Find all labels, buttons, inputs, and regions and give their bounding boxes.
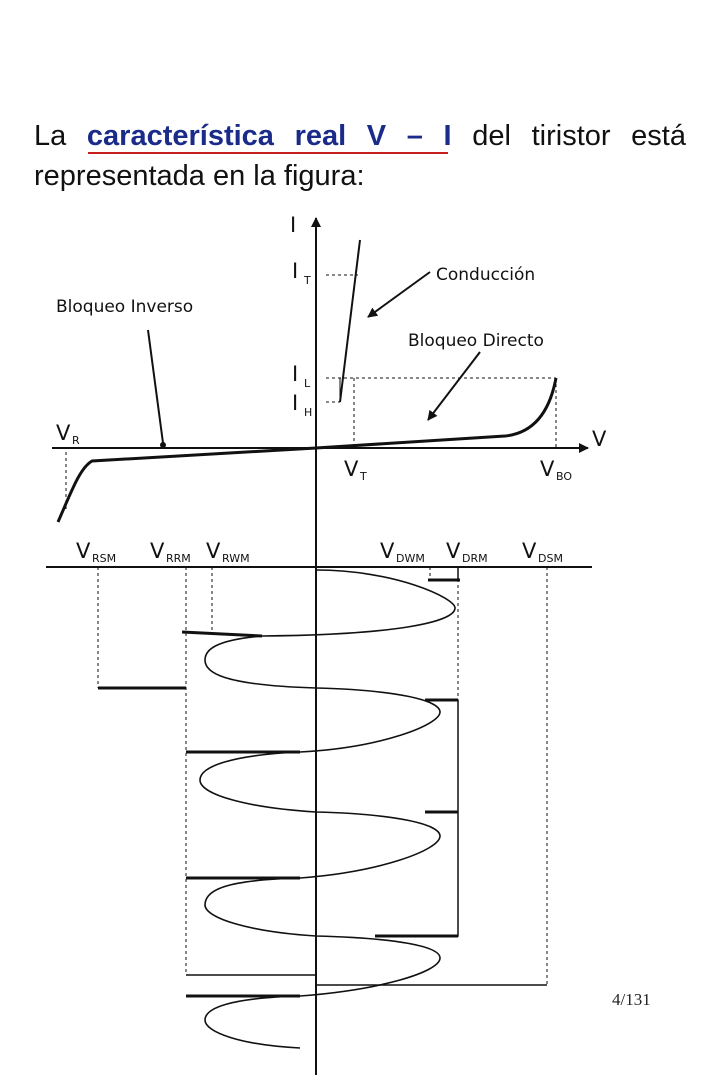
- label-vt: V: [344, 457, 359, 481]
- title-prefix: La: [34, 120, 67, 152]
- svg-text:RSM: RSM: [92, 552, 116, 565]
- label-vrsm: V: [76, 539, 91, 563]
- bloqueo-inverso-pointer: [160, 442, 166, 448]
- svg-text:DRM: DRM: [462, 552, 488, 565]
- svg-text:L: L: [304, 377, 311, 390]
- annotation-bloqueo-inverso: Bloqueo Inverso: [56, 297, 193, 317]
- svg-text:RWM: RWM: [222, 552, 250, 565]
- svg-text:DWM: DWM: [396, 552, 425, 565]
- slide-title-line2: representada en la figura:: [34, 160, 365, 192]
- label-it: I: [292, 259, 298, 283]
- waveform-edge-lines: [186, 567, 547, 986]
- label-vdrm: V: [446, 539, 461, 563]
- label-ih: I: [292, 391, 298, 415]
- v-axis-label: V: [592, 427, 607, 451]
- page-number: 4/131: [612, 990, 651, 1009]
- guide-lines: [65, 274, 557, 985]
- label-vrwm: V: [206, 539, 221, 563]
- label-vrrm: V: [150, 539, 165, 563]
- label-vbo: V: [540, 457, 555, 481]
- label-vdsm: V: [522, 539, 537, 563]
- label-vdwm: V: [380, 539, 395, 563]
- highlight-underline: [88, 152, 448, 154]
- svg-text:RRM: RRM: [166, 552, 191, 565]
- title-suffix: del tiristor está: [472, 120, 686, 152]
- annotation-conduccion: Conducción: [436, 265, 535, 285]
- annotation-bloqueo-directo: Bloqueo Directo: [408, 331, 544, 351]
- label-il: I: [292, 362, 298, 386]
- vi-curve: [56, 239, 558, 523]
- svg-text:DSM: DSM: [538, 552, 563, 565]
- slide-title-line1: La característica real V – I del tiristo…: [34, 116, 686, 156]
- svg-text:R: R: [72, 434, 80, 447]
- svg-text:T: T: [303, 274, 311, 287]
- svg-text:BO: BO: [556, 470, 572, 483]
- svg-text:H: H: [304, 406, 312, 419]
- bloqueo-inverso-line: [147, 329, 164, 444]
- waveform-ticks: [98, 578, 460, 998]
- i-axis-label: I: [290, 213, 296, 237]
- bloqueo-directo-arrow: [427, 351, 481, 421]
- label-vr: V: [56, 421, 71, 445]
- voltage-waveform: [199, 569, 456, 1049]
- svg-text:T: T: [359, 470, 367, 483]
- title-highlight: característica real V – I: [86, 120, 452, 152]
- conduccion-arrow: [367, 271, 431, 318]
